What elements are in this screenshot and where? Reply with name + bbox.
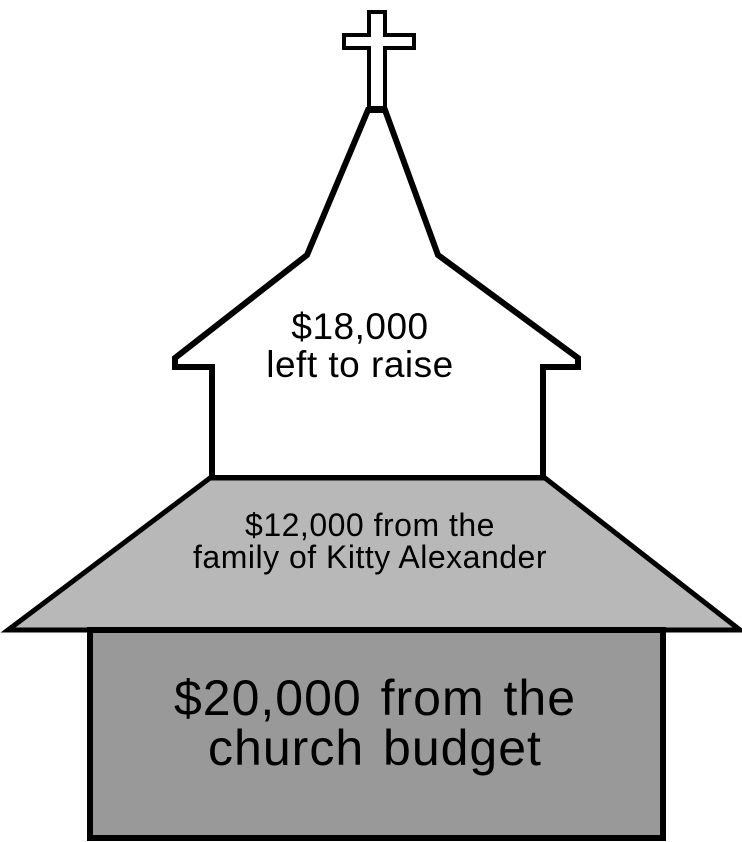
cross-icon [342, 10, 416, 110]
steeple-caption-text: left to raise [266, 344, 454, 385]
base-caption-text: church budget [208, 720, 542, 776]
base-section [87, 627, 666, 841]
base-label: $20,000 from the church budget [95, 673, 655, 773]
base-amount-text: $20,000 from the [173, 670, 577, 726]
steeple-label: $18,000 left to raise [190, 308, 530, 384]
steeple-amount-text: $18,000 [291, 306, 429, 347]
roof-caption-text: family of Kitty Alexander [193, 539, 547, 575]
steeple-section [172, 107, 581, 481]
roof-label: $12,000 from the family of Kitty Alexand… [120, 509, 620, 573]
roof-amount-text: $12,000 from the [245, 507, 495, 543]
roof-section [0, 475, 742, 633]
